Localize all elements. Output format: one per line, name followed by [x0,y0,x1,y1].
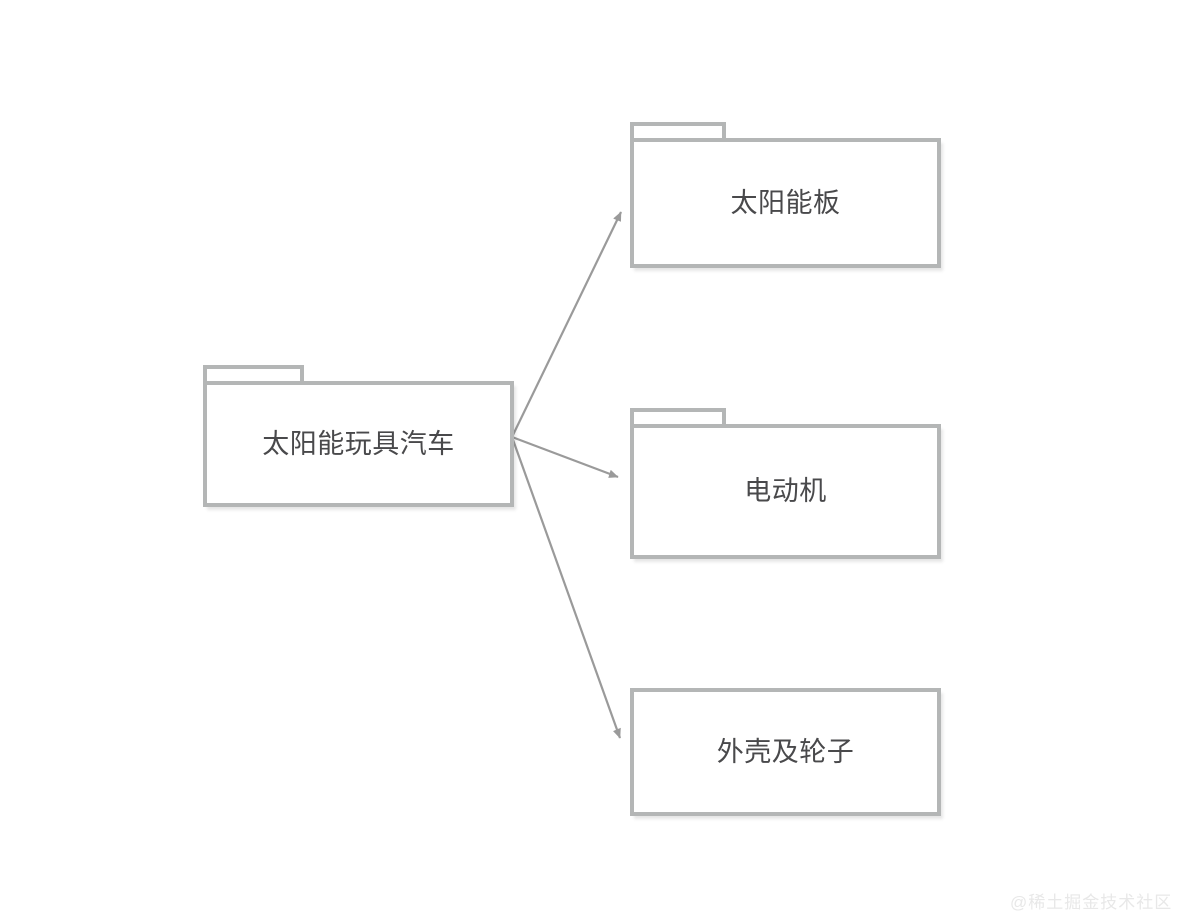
node-label: 太阳能玩具汽车 [262,428,455,459]
node-solar-panel[interactable]: 太阳能板 [630,138,941,268]
edge-root-to-solar-panel [511,211,622,438]
node-label: 电动机 [744,476,827,506]
node-label: 外壳及轮子 [716,736,855,767]
root-node-tab [203,365,304,383]
edge-root-to-shell-wheels [510,436,622,739]
node-solar-toy-car[interactable]: 太阳能玩具汽车 [203,381,514,507]
child-1-node-tab [630,122,726,140]
node-label: 太阳能板 [730,187,841,218]
watermark: @稀土掘金技术社区 [1010,893,1173,912]
node-shell-and-wheels[interactable]: 外壳及轮子 [630,688,941,816]
edge-root-to-motor [511,435,619,479]
child-2-node-tab [630,408,726,426]
node-electric-motor[interactable]: 电动机 [630,424,941,559]
